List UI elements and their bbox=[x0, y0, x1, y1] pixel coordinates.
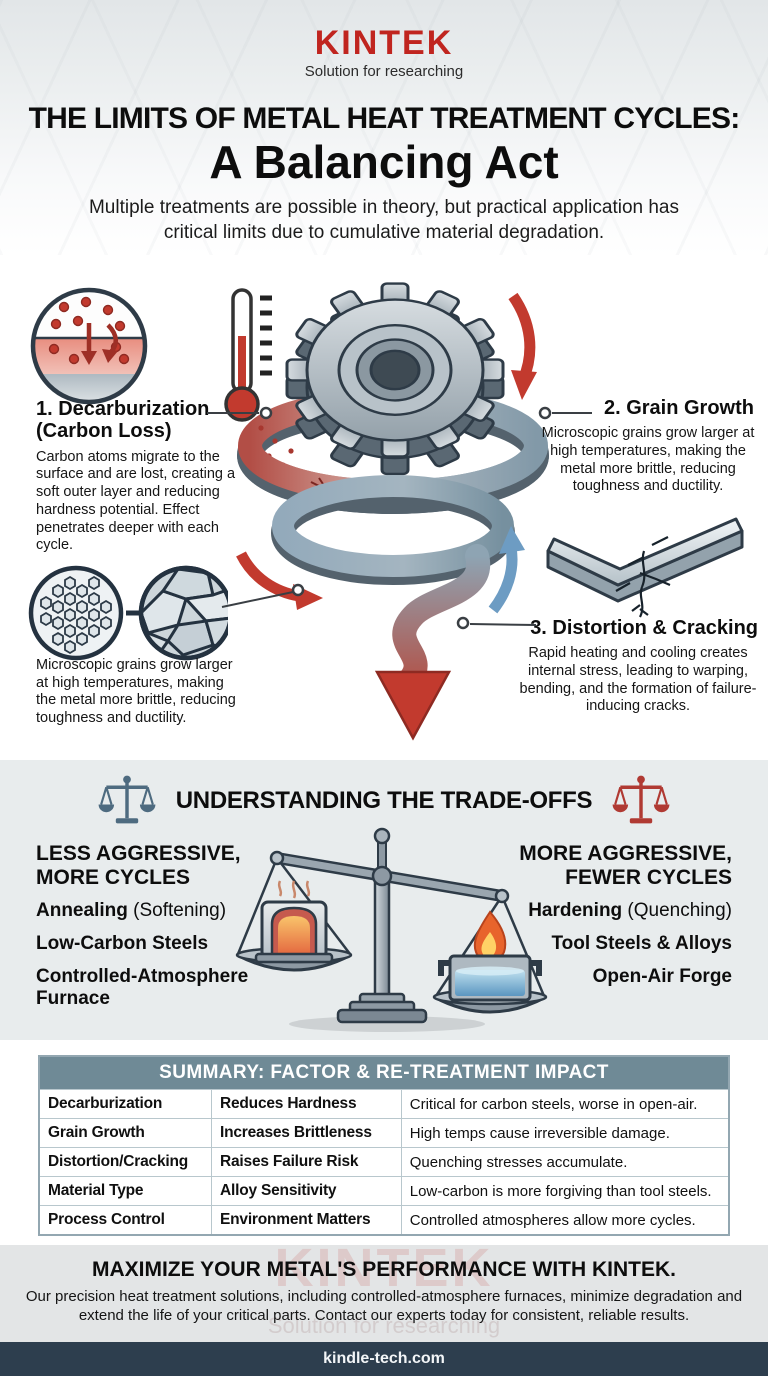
tradeoff-item: Tool Steels & Alloys bbox=[551, 932, 732, 954]
page-title-line2: A Balancing Act bbox=[209, 136, 559, 188]
cta-body: Our precision heat treatment solutions, … bbox=[25, 1288, 743, 1324]
table-cell-factor: Process Control bbox=[38, 1205, 212, 1236]
table-cell-note: Low-carbon is more forgiving than tool s… bbox=[400, 1176, 730, 1206]
summary-table-title: SUMMARY: FACTOR & RE-TREATMENT IMPACT bbox=[39, 1056, 729, 1090]
tradeoff-item: Annealing (Softening) bbox=[36, 900, 227, 922]
decarburization-title: 1. Decarburization (Carbon Loss) bbox=[36, 398, 210, 443]
balance-scale-blue-icon bbox=[98, 775, 156, 824]
footer-url[interactable]: kindle-tech.com bbox=[323, 1350, 445, 1367]
table-cell-effect: Reduces Hardness bbox=[211, 1089, 402, 1119]
cta-section: KINTEK Solution for researching MAXIMIZE… bbox=[0, 1245, 768, 1342]
balance-scale-red-icon bbox=[612, 775, 670, 824]
table-cell-factor: Distortion/Cracking bbox=[38, 1147, 212, 1177]
table-cell-effect: Increases Brittleness bbox=[211, 1118, 402, 1148]
table-cell-factor: Material Type bbox=[38, 1176, 212, 1206]
decarburization-icon bbox=[30, 287, 148, 405]
tradeoff-item: Controlled-Atmosphere Furnace bbox=[36, 965, 249, 1009]
table-cell-effect: Environment Matters bbox=[211, 1205, 402, 1236]
label-decarburization: 1. Decarburization (Carbon Loss) Carbon … bbox=[36, 398, 241, 555]
table-cell-effect: Raises Failure Risk bbox=[211, 1147, 402, 1177]
table-cell-factor: Grain Growth bbox=[38, 1118, 212, 1148]
cta-heading: MAXIMIZE YOUR METAL'S PERFORMANCE WITH K… bbox=[91, 1258, 677, 1281]
table-cell-note: Critical for carbon steels, worse in ope… bbox=[400, 1089, 730, 1119]
label-grain-growth: 2. Grain Growth Microscopic grains grow … bbox=[540, 397, 756, 496]
distortion-body: Rapid heating and cooling creates intern… bbox=[519, 645, 757, 715]
tradeoffs-heading: UNDERSTANDING THE TRADE-OFFS bbox=[175, 787, 593, 814]
page-title-line1: THE LIMITS OF METAL HEAT TREATMENT CYCLE… bbox=[28, 102, 741, 135]
summary-section: SUMMARY: FACTOR & RE-TREATMENT IMPACT De… bbox=[0, 1040, 768, 1245]
footer-bar: kindle-tech.com bbox=[0, 1342, 768, 1376]
tradeoffs-left-column: LESS AGGRESSIVE, MORE CYCLES Annealing (… bbox=[36, 842, 273, 1009]
tradeoffs-section: UNDERSTANDING THE TRADE-OFFS LESS AGGRES… bbox=[0, 760, 768, 1040]
balance-illustration bbox=[235, 827, 548, 1032]
tradeoffs-right-column: MORE AGGRESSIVE, FEWER CYCLES Hardening … bbox=[495, 842, 732, 988]
table-cell-note: Quenching stresses accumulate. bbox=[400, 1147, 730, 1177]
summary-table: SUMMARY: FACTOR & RE-TREATMENT IMPACT De… bbox=[38, 1055, 730, 1236]
table-row: Grain Growth Increases Brittleness High … bbox=[38, 1118, 730, 1148]
logo: KINTEK Solution for researching bbox=[0, 0, 768, 80]
table-cell-effect: Alloy Sensitivity bbox=[211, 1176, 402, 1206]
tradeoffs-right-title: MORE AGGRESSIVE, FEWER CYCLES bbox=[519, 842, 732, 889]
table-row: Decarburization Reduces Hardness Critica… bbox=[38, 1089, 730, 1119]
tradeoff-item: Low-Carbon Steels bbox=[36, 932, 209, 954]
distortion-title: 3. Distortion & Cracking bbox=[530, 617, 758, 639]
tradeoff-item: Open-Air Forge bbox=[592, 965, 732, 987]
tradeoffs-heading-row: UNDERSTANDING THE TRADE-OFFS bbox=[0, 770, 768, 832]
tradeoffs-left-title: LESS AGGRESSIVE, MORE CYCLES bbox=[36, 842, 241, 889]
logo-tagline: Solution for researching bbox=[304, 63, 464, 80]
table-row: Distortion/Cracking Raises Failure Risk … bbox=[38, 1147, 730, 1177]
grain-caption: Microscopic grains grow larger at high t… bbox=[36, 657, 236, 727]
page-subtitle: Multiple treatments are possible in theo… bbox=[88, 197, 679, 243]
grain-growth-body: Microscopic grains grow larger at high t… bbox=[541, 425, 755, 495]
tradeoff-item: Hardening (Quenching) bbox=[528, 900, 732, 922]
table-cell-note: High temps cause irreversible damage. bbox=[400, 1118, 730, 1148]
logo-wordmark: KINTEK bbox=[314, 24, 454, 62]
decarburization-body: Carbon atoms migrate to the surface and … bbox=[36, 448, 236, 554]
hero-diagram: 1. Decarburization (Carbon Loss) Carbon … bbox=[0, 255, 768, 760]
header-zone: KINTEK Solution for researching THE LIMI… bbox=[0, 0, 768, 255]
table-cell-factor: Decarburization bbox=[38, 1089, 212, 1119]
table-row: Material Type Alloy Sensitivity Low-carb… bbox=[38, 1176, 730, 1206]
grain-growth-icon bbox=[28, 565, 228, 661]
label-distortion: 3. Distortion & Cracking Rapid heating a… bbox=[518, 617, 759, 716]
grain-growth-title: 2. Grain Growth bbox=[603, 397, 754, 419]
table-row: Process Control Environment Matters Cont… bbox=[38, 1205, 730, 1236]
gear-spiral-illustration bbox=[236, 282, 549, 741]
table-cell-note: Controlled atmospheres allow more cycles… bbox=[400, 1205, 730, 1236]
cracked-bar-icon bbox=[546, 517, 744, 618]
